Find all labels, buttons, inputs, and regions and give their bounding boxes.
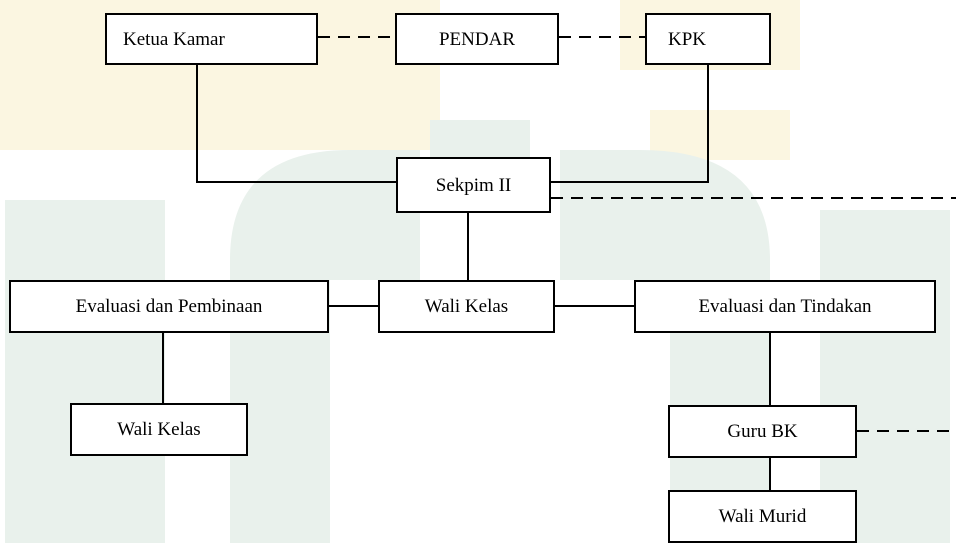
node-sekpim-ii: Sekpim II (396, 157, 551, 213)
node-wali-kelas-left: Wali Kelas (70, 403, 248, 456)
node-label: KPK (668, 28, 707, 50)
node-label: Sekpim II (435, 174, 512, 196)
node-evaluasi-dan-pembinaan: Evaluasi dan Pembinaan (9, 280, 329, 333)
node-label: Wali Kelas (424, 296, 509, 317)
connector-kpk-sekpim (551, 65, 709, 183)
node-label: Wali Murid (718, 506, 807, 527)
node-evaluasi-dan-tindakan: Evaluasi dan Tindakan (634, 280, 936, 333)
node-label: Evaluasi dan Pembinaan (75, 296, 263, 317)
node-ketua-kamar: Ketua Kamar (105, 13, 318, 65)
node-label: Evaluasi dan Tindakan (698, 296, 872, 317)
node-wali-murid: Wali Murid (668, 490, 857, 543)
node-label: Ketua Kamar (123, 28, 225, 50)
node-label: Guru BK (727, 421, 798, 442)
node-wali-kelas-center: Wali Kelas (378, 280, 555, 333)
node-label: Wali Kelas (117, 419, 201, 440)
node-pendar: PENDAR (395, 13, 559, 65)
node-label: PENDAR (438, 28, 515, 50)
connector-ketua-sekpim (196, 65, 396, 183)
node-kpk: KPK (645, 13, 771, 65)
node-guru-bk: Guru BK (668, 405, 857, 458)
